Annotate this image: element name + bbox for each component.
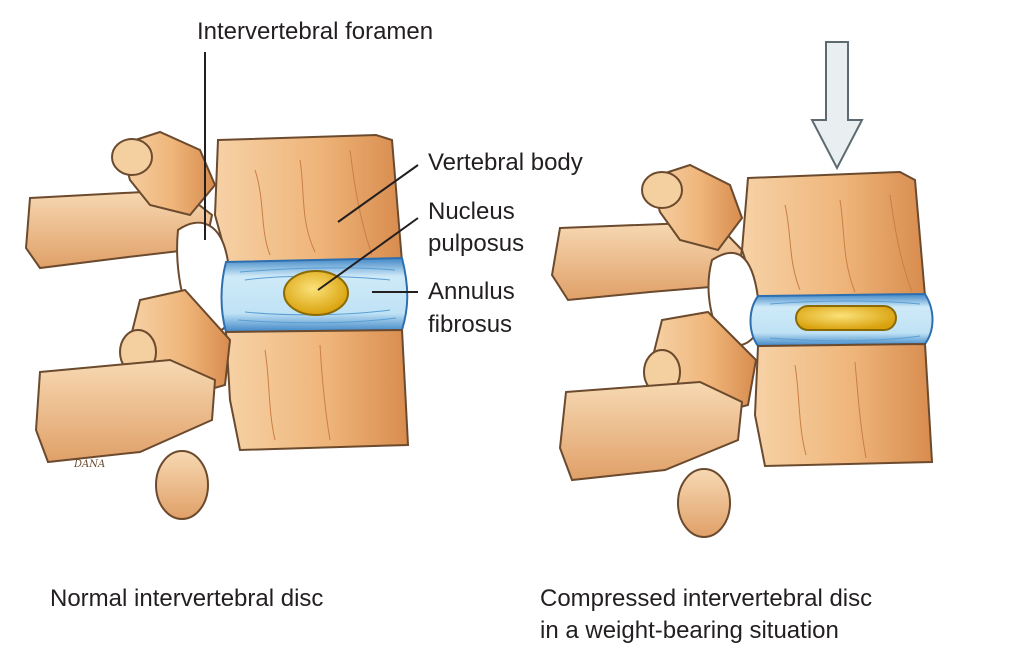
normal-vertebrae: DANA: [24, 130, 410, 520]
lower-transverse-process: [34, 358, 217, 464]
leader-nucleus: [317, 217, 419, 291]
arrow-down-icon: [810, 41, 864, 171]
leader-vertebral-body: [337, 164, 419, 223]
compressed-lower-vertebral-body: [753, 342, 934, 468]
lower-vertebral-body: [224, 328, 410, 452]
label-vertebral-body: Vertebral body: [428, 149, 583, 176]
lower-spinous-tip: [155, 450, 209, 520]
caption-compressed-line1: Compressed intervertebral disc: [540, 585, 873, 612]
label-intervertebral-foramen: Intervertebral foramen: [197, 18, 434, 45]
upper-vertebral-body: [213, 133, 404, 263]
superior-facet: [111, 138, 153, 176]
compressed-nucleus-pulposus: [795, 305, 897, 331]
label-nucleus-line2: pulposus: [428, 230, 525, 257]
normal-nucleus-pulposus: [283, 270, 349, 316]
label-annulus-line1: Annulus: [428, 278, 515, 305]
compressed-vertebrae: [550, 41, 934, 538]
caption-normal: Normal intervertebral disc: [50, 585, 324, 612]
label-nucleus-line1: Nucleus: [428, 198, 515, 225]
caption-compressed-line2: in a weight-bearing situation: [540, 617, 839, 644]
label-annulus-line2: fibrosus: [428, 311, 513, 338]
leader-lines: [204, 52, 419, 293]
artist-signature: DANA: [73, 459, 105, 470]
compressed-upper-vertebral-body: [740, 170, 927, 300]
